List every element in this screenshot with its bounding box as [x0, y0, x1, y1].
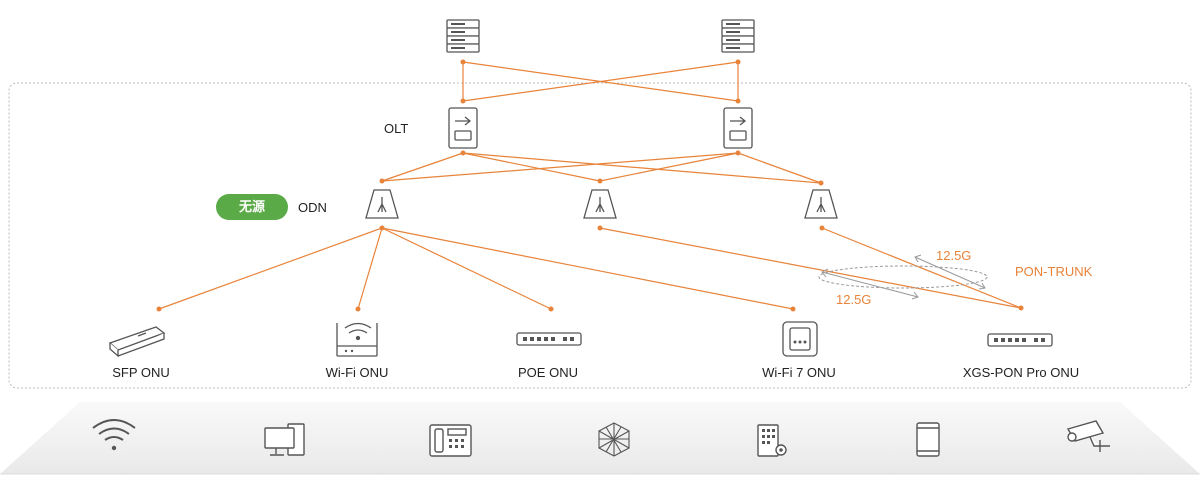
mesh-network-icon [598, 422, 630, 457]
core-server-icon [721, 19, 755, 53]
wifi7-panel-icon [782, 321, 818, 357]
ip-phone-icon [429, 424, 472, 457]
poe-switch-icon [516, 332, 582, 346]
speed-label-lower: 12.5G [836, 292, 872, 307]
core-server-icon [446, 19, 480, 53]
surveillance-camera-icon [1066, 420, 1110, 452]
olt-device-icon [448, 107, 478, 149]
olt-device-icon [723, 107, 753, 149]
fiber-links [158, 61, 1022, 310]
sfp-module-icon [108, 326, 166, 358]
speed-label-upper: 12.5G [936, 248, 972, 263]
optical-splitter-icon [365, 189, 399, 219]
desktop-computer-icon [264, 423, 305, 456]
onu-label-sfp: SFP ONU [112, 365, 170, 380]
wifi-router-icon [336, 322, 378, 357]
xgs-pon-box-icon [987, 333, 1053, 347]
olt-label: OLT [384, 121, 409, 136]
link-endpoints [156, 59, 1024, 312]
wifi-icon [92, 419, 136, 451]
passive-badge: 无源 [216, 194, 288, 220]
optical-splitter-icon [804, 189, 838, 219]
mobile-phone-icon [916, 422, 940, 457]
onu-label-poe: POE ONU [518, 365, 578, 380]
terminal-bar-background [0, 402, 1200, 474]
pon-trunk-label: PON-TRUNK [1015, 264, 1093, 279]
onu-label-xgs-pon-pro: XGS-PON Pro ONU [962, 365, 1080, 380]
odn-label: ODN [298, 200, 327, 215]
pon-trunk-protection-ring [818, 254, 988, 300]
onu-label-wifi: Wi-Fi ONU [325, 365, 389, 380]
onu-label-wifi7: Wi-Fi 7 ONU [762, 365, 836, 380]
optical-splitter-icon [583, 189, 617, 219]
access-control-icon [757, 424, 787, 457]
